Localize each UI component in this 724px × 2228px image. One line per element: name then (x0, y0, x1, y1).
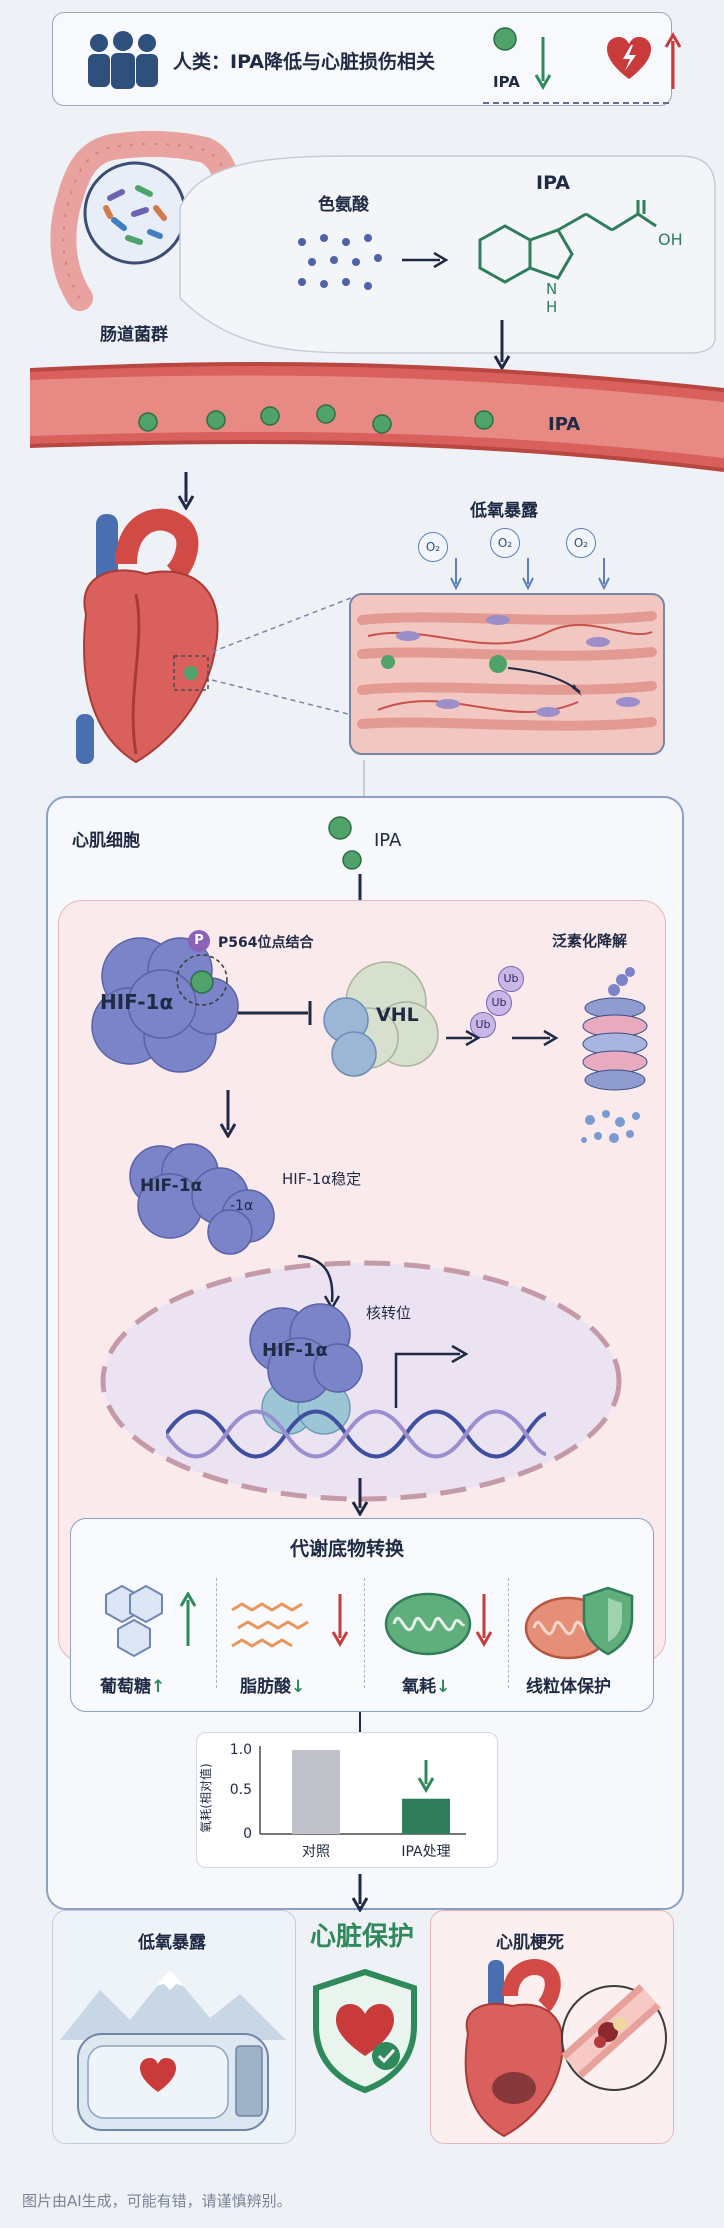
fatty-acid-label: 脂肪酸↓ (240, 1672, 305, 1697)
binding-site-icon (176, 954, 228, 1006)
p564-site-label: P564位点结合 (218, 935, 314, 951)
gut-bacteria-magnifier-icon (83, 161, 187, 265)
gut-microbiota-label: 肠道菌群 (100, 325, 168, 345)
hypoxia-chamber-title: 低氧暴露 (138, 1933, 206, 1953)
cardiac-tissue-zoom (349, 593, 665, 755)
banner-ipa-label: IPA (493, 73, 520, 91)
mitochondrion-icon (384, 1592, 472, 1656)
blood-vessel-illustration (30, 362, 724, 472)
ai-disclaimer-footer: 图片由AI生成，可能有错，请谨慎辨别。 (22, 2192, 292, 2210)
o2-badge: O₂ (566, 528, 596, 558)
arrow-down-icon (351, 1874, 369, 1912)
ipa-n-label: N (546, 280, 558, 298)
arrow-down-icon (417, 1760, 435, 1793)
chart-y-axis-label: 氧耗(相对值) (198, 1763, 213, 1832)
ubiquitin-badge: Ub (486, 990, 512, 1016)
ipa-molecule-icon (493, 27, 517, 51)
nuclear-translocation-label: 核转位 (366, 1304, 412, 1322)
arrow-right-icon (512, 1029, 559, 1047)
vhl-protein-icon (323, 961, 439, 1077)
arrow-right-icon (402, 251, 449, 269)
arrow-down-icon (331, 1594, 349, 1647)
arrow-up-icon (179, 1592, 197, 1646)
myocardial-infarction-title: 心肌梗死 (496, 1933, 564, 1953)
vhl-label: VHL (376, 1004, 419, 1026)
o2-badge: O₂ (418, 532, 448, 562)
people-icon (88, 31, 158, 89)
hif1a-dimer-icon (129, 1143, 275, 1255)
arrow-down-icon (534, 37, 552, 90)
chart-ytick: 1.0 (230, 1742, 252, 1758)
hif1a-stabilized-label: HIF-1α稳定 (282, 1170, 362, 1188)
ipa-oh-label: OH (658, 230, 683, 249)
hif1a-stable-label-a: HIF-1α (140, 1176, 203, 1196)
cardioprotection-title: 心脏保护 (310, 1922, 415, 1952)
ipa-nh-label: H (546, 298, 558, 316)
tryptophan-label: 色氨酸 (318, 195, 369, 215)
glucose-label: 葡萄糖↑ (100, 1672, 165, 1697)
ipa-molecule-title: IPA (536, 172, 570, 194)
ipa-molecules-icon (328, 816, 362, 870)
heart-damage-icon (607, 37, 651, 79)
heart-illustration (76, 508, 219, 764)
mitochondria-protection-label: 线粒体保护 (526, 1677, 611, 1697)
mitochondrion-shield-icon (524, 1586, 634, 1660)
fatty-acid-text: 脂肪酸 (240, 1677, 291, 1697)
dna-helix-icon (166, 1409, 546, 1459)
arrow-down-icon (177, 472, 195, 510)
arrow-up-icon (664, 32, 682, 89)
arrow-down-icon (493, 320, 511, 370)
glucose-text: 葡萄糖 (100, 1677, 151, 1697)
hexagon-icon (105, 1584, 163, 1658)
hypoxia-title: 低氧暴露 (470, 501, 538, 521)
banner-title: 人类：IPA降低与心脏损伤相关 (173, 51, 435, 73)
cell-ipa-label: IPA (374, 830, 402, 851)
metabolism-title: 代谢底物转换 (290, 1538, 405, 1560)
tryptophan-dots-icon (298, 234, 382, 290)
cardiomyocyte-title: 心肌细胞 (72, 831, 140, 851)
ubiquitin-degradation-label: 泛素化降解 (552, 932, 628, 950)
chart-xtick: 对照 (302, 1844, 330, 1860)
glucose-arrow: ↑ (151, 1677, 166, 1697)
transcription-arrow-icon (394, 1344, 469, 1408)
ubiquitin-badge: Ub (470, 1012, 496, 1038)
chart-bar-control (292, 1750, 340, 1834)
heart-shield-icon (313, 1968, 417, 2094)
fatty-acid-arrow: ↓ (291, 1677, 306, 1697)
arrow-down-icon (351, 1478, 369, 1516)
infarcted-heart-illustration (464, 1959, 667, 2138)
vessel-ipa-label: IPA (548, 414, 581, 435)
ipa-structure-icon (478, 200, 657, 284)
hypoxia-chamber-illustration (60, 1970, 286, 2131)
arrow-down-icon (475, 1594, 493, 1647)
ubiquitin-badge: Ub (498, 966, 524, 992)
chart-ytick: 0 (243, 1826, 252, 1842)
arrow-down-icon (219, 1090, 237, 1138)
oxygen-consumption-arrow: ↓ (436, 1677, 451, 1697)
chart-xtick: IPA处理 (401, 1844, 450, 1860)
hif1a-label: HIF-1α (100, 990, 174, 1014)
fatty-acid-icon (231, 1602, 309, 1648)
oxygen-consumption-label: 氧耗↓ (402, 1672, 450, 1697)
proteasome-icon (581, 967, 648, 1143)
hif1a-stable-label-b: -1α (230, 1198, 254, 1214)
inhibition-icon (238, 1001, 312, 1025)
chart-ytick: 0.5 (230, 1782, 252, 1798)
top-banner: 人类：IPA降低与心脏损伤相关 IPA (52, 12, 682, 106)
chart-bar-ipa (402, 1798, 450, 1834)
o2-badge: O₂ (490, 528, 520, 558)
oxygen-bar-chart: 氧耗(相对值) 1.0 0.5 0 对照 IPA处理 (198, 1742, 466, 1860)
hif1a-nuclear-label: HIF-1α (262, 1340, 328, 1361)
o2-arrows-icon (450, 558, 610, 591)
arrow-right-icon (446, 1029, 480, 1047)
phosphate-badge: P (188, 930, 210, 952)
oxygen-consumption-text: 氧耗 (402, 1677, 436, 1697)
